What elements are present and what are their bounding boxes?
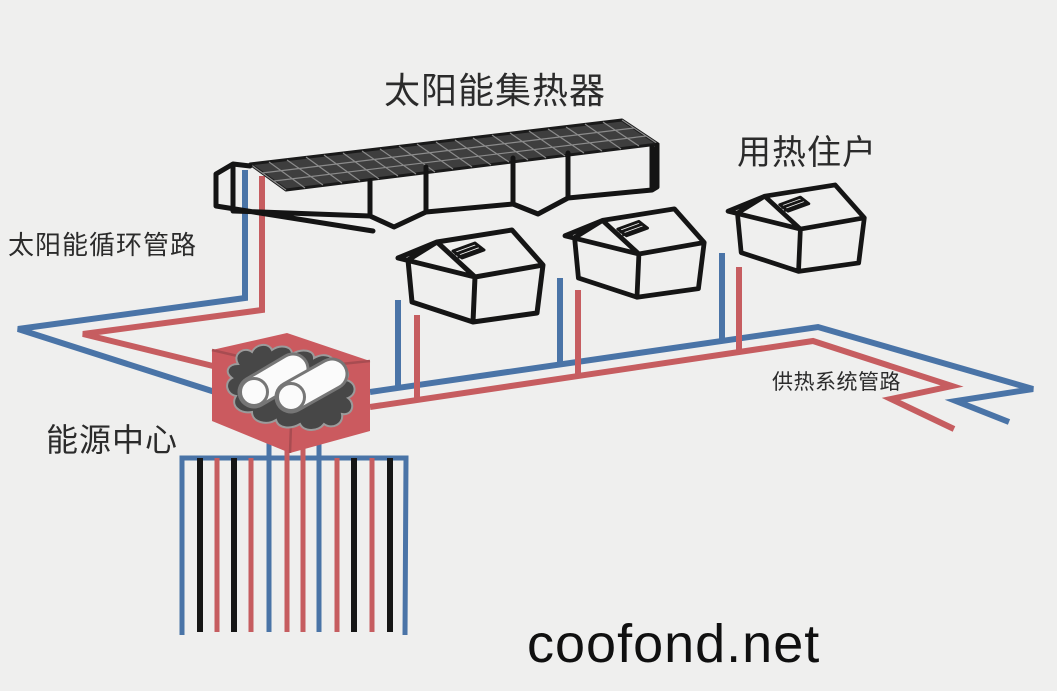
- solar-loop-red-pipe: [82, 176, 265, 369]
- solar-loop-pipes: [17, 170, 265, 395]
- heat-user-houses: [398, 185, 864, 322]
- house-2: [565, 209, 704, 297]
- support-frame-middle: [367, 155, 516, 230]
- borehole-header-pipe: [179, 455, 409, 636]
- heating-system-pipe-label: 供热系统管路: [772, 371, 901, 394]
- collector-panel-grid: [249, 119, 659, 191]
- tank-cylinder-back-cap: [239, 377, 269, 407]
- energy-center-unit: [211, 333, 371, 454]
- house-service-pipes: [395, 253, 742, 401]
- heat-users-label: 用热住户: [737, 134, 877, 172]
- watermark-text: coofond.net: [527, 614, 821, 674]
- collector-support-frames: [213, 142, 660, 234]
- tank-cylinder-front-cap: [276, 382, 306, 412]
- solar-collector-label: 太阳能集热器: [384, 70, 607, 111]
- solar-loop-pipe-label: 太阳能循环管路: [8, 230, 198, 260]
- heating-mains: [369, 323, 1034, 432]
- solar-loop-blue-pipe: [17, 170, 248, 395]
- tank-cylinders: [237, 352, 349, 414]
- support-frame-right: [510, 142, 660, 217]
- house-3: [728, 185, 864, 271]
- house-1: [398, 230, 543, 322]
- solar-collector: [213, 118, 660, 234]
- support-frame-left: [213, 161, 376, 234]
- borehole-field: [179, 440, 409, 636]
- energy-center-label: 能源中心: [46, 422, 179, 458]
- heating-main-red-pipe: [369, 337, 964, 432]
- heating-main-blue-pipe: [369, 323, 1034, 425]
